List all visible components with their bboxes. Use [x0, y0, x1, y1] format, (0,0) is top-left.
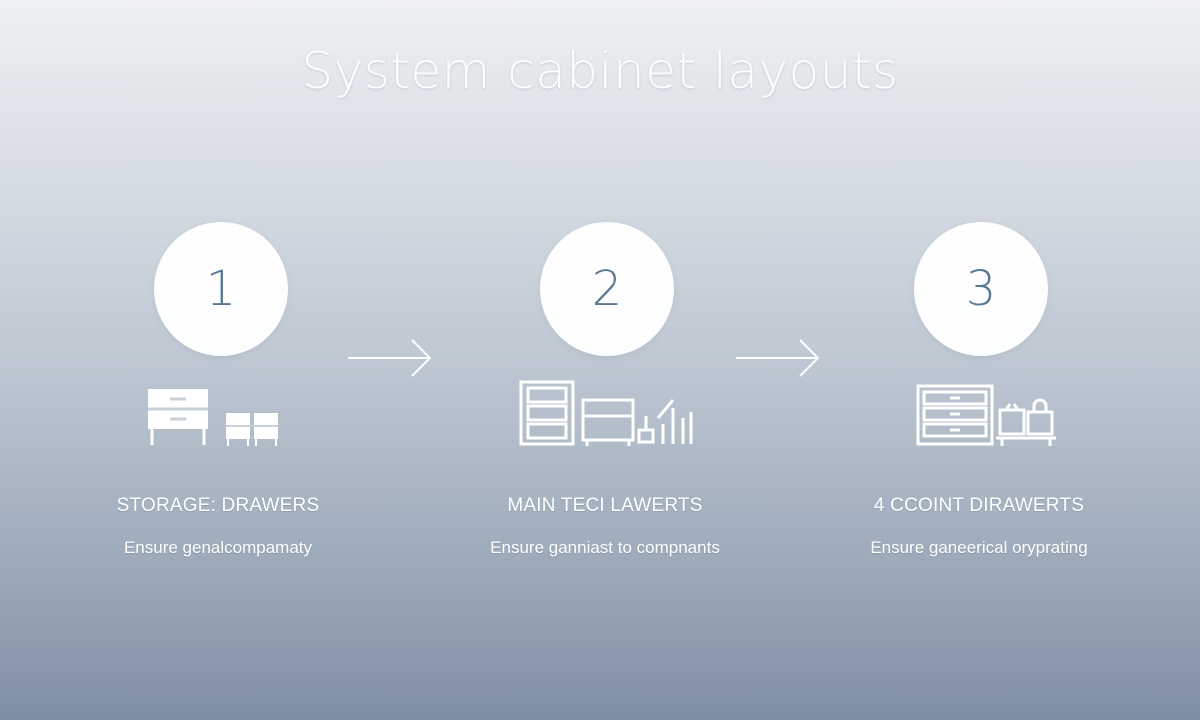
step-3-number: 3	[965, 261, 997, 317]
step-2-label: MAIN TECI LAWERTS	[507, 495, 703, 516]
step-1-number-circle: 1	[154, 222, 288, 356]
step-3-number-circle: 3	[914, 222, 1048, 356]
step-2-description: Ensure ganniast to compnants	[490, 538, 720, 557]
step-2-number: 2	[591, 261, 623, 317]
step-2-number-circle: 2	[540, 222, 674, 356]
cabinets-and-tools-icon	[519, 380, 693, 446]
step-1-number: 1	[205, 261, 237, 317]
right-arrow-icon	[348, 339, 432, 377]
step-1-label: STORAGE: DRAWERS	[116, 495, 320, 516]
step-1-description: Ensure genalcompamaty	[123, 538, 313, 557]
right-arrow-icon	[736, 339, 820, 377]
step-3-description: Ensure ganeerical oryprating	[870, 538, 1088, 557]
dresser-and-small-drawers-icon	[148, 389, 278, 446]
page-title: System cabinet layouts	[301, 42, 899, 100]
drawers-and-cart-icon	[916, 384, 1056, 446]
step-3-label: 4 CCOINT DIRAWERTS	[873, 495, 1085, 516]
